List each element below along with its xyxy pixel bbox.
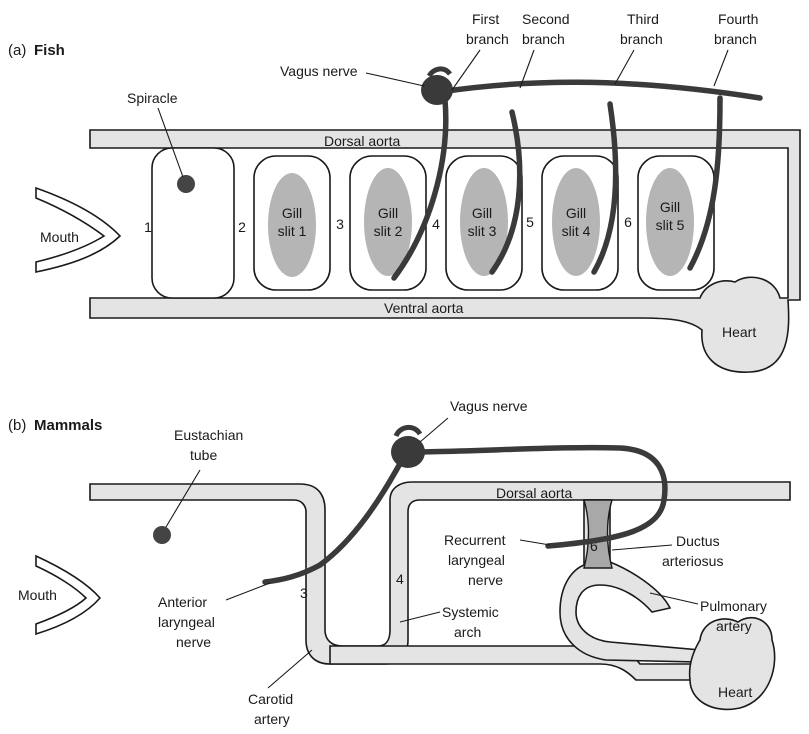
- branch-3-line1: Third: [627, 11, 659, 27]
- fish-arch-6: 6: [624, 214, 632, 230]
- ductus-label-2: arteriosus: [662, 553, 723, 569]
- mammal-vagus-ganglion: [391, 436, 425, 468]
- fish-panel: (a) Fish Gill slit 1 Gill slit 2 Gill sl…: [8, 11, 800, 372]
- anterior-laryngeal-nerve: [265, 460, 402, 582]
- gill-slit-1-line2: slit 1: [278, 223, 307, 239]
- mammal-heading: Mammals: [34, 417, 102, 434]
- ductus-arteriosus-shape: [584, 500, 612, 568]
- anterior-leader: [226, 583, 270, 600]
- mammal-vagus-leader: [420, 418, 448, 442]
- mammal-vagus-label: Vagus nerve: [450, 398, 528, 414]
- pulmonary-label-2: artery: [716, 618, 752, 634]
- fish-arch-1: 1: [144, 219, 152, 235]
- branch-2-line2: branch: [522, 31, 565, 47]
- gill-slit-5-line1: Gill: [660, 199, 680, 215]
- branch-4-line1: Fourth: [718, 11, 758, 27]
- systemic-label-2: arch: [454, 624, 481, 640]
- eustachian-label-2: tube: [190, 447, 217, 463]
- gill-slit-2-line1: Gill: [378, 205, 398, 221]
- fish-vagus-root: [429, 69, 450, 76]
- fish-heart-label: Heart: [722, 324, 756, 340]
- gill-slit-3-line2: slit 3: [468, 223, 497, 239]
- gill-slit-5-line2: slit 5: [656, 217, 685, 233]
- anterior-label-3: nerve: [176, 634, 211, 650]
- fish-arch-2: 2: [238, 219, 246, 235]
- recurrent-label-1: Recurrent: [444, 532, 506, 548]
- fish-arch-4: 4: [432, 216, 440, 232]
- branch-4-line2: branch: [714, 31, 757, 47]
- mammal-dorsal-aorta-label: Dorsal aorta: [496, 485, 572, 501]
- branch-1-line1: First: [472, 11, 499, 27]
- recurrent-label-3: nerve: [468, 572, 503, 588]
- gill-slit-4-line2: slit 4: [562, 223, 591, 239]
- spiracle-slot: [152, 148, 234, 298]
- branch-2-line1: Second: [522, 11, 569, 27]
- anterior-label-1: Anterior: [158, 594, 207, 610]
- gill-ellipse-4: [552, 168, 600, 276]
- spiracle-label: Spiracle: [127, 90, 178, 106]
- branch-3-leader: [615, 50, 634, 84]
- fish-ventral-aorta-label: Ventral aorta: [384, 300, 464, 316]
- carotid-label-2: artery: [254, 711, 290, 727]
- mammal-panel: (b) Mammals Heart 3 4 6 Eustachian tube …: [8, 398, 790, 727]
- fish-heading: Fish: [34, 42, 65, 59]
- carotid-leader: [268, 650, 312, 688]
- ductus-leader: [612, 545, 672, 550]
- fish-dorsal-aorta-label: Dorsal aorta: [324, 133, 400, 149]
- mammal-vagus-root: [396, 427, 420, 436]
- gill-slit-2-line2: slit 2: [374, 223, 403, 239]
- ductus-label-1: Ductus: [676, 533, 720, 549]
- branch-4-leader: [714, 50, 728, 86]
- spiracle-dot: [177, 175, 195, 193]
- gill-slit-3-line1: Gill: [472, 205, 492, 221]
- gill-slit-1-line1: Gill: [282, 205, 302, 221]
- recurrent-leader: [520, 540, 550, 545]
- fish-vagus-trunk: [440, 82, 760, 98]
- fish-heading-prefix: (a): [8, 42, 26, 59]
- mammal-mouth-label: Mouth: [18, 587, 57, 603]
- carotid-label-1: Carotid: [248, 691, 293, 707]
- mammal-pulmonary-loop: [560, 500, 700, 662]
- mammal-heading-prefix: (b): [8, 417, 26, 434]
- fish-vagus-ganglion: [421, 75, 453, 105]
- eustachian-label-1: Eustachian: [174, 427, 243, 443]
- recurrent-label-2: laryngeal: [448, 552, 505, 568]
- branch-1-line2: branch: [466, 31, 509, 47]
- fish-vagus-label: Vagus nerve: [280, 63, 358, 79]
- mammal-arch-4: 4: [396, 571, 404, 587]
- anterior-label-2: laryngeal: [158, 614, 215, 630]
- fish-mouth-label: Mouth: [40, 229, 79, 245]
- fish-arch-3: 3: [336, 216, 344, 232]
- systemic-label-1: Systemic: [442, 604, 499, 620]
- pulmonary-label-1: Pulmonary: [700, 598, 767, 614]
- gill-slit-4-line1: Gill: [566, 205, 586, 221]
- mammal-heart-label: Heart: [718, 684, 752, 700]
- branch-1-leader: [452, 50, 480, 90]
- fish-arch-5: 5: [526, 214, 534, 230]
- mammal-arch-3: 3: [300, 585, 308, 601]
- eustachian-dot: [153, 526, 171, 544]
- branch-3-line2: branch: [620, 31, 663, 47]
- fish-vagus-leader: [366, 73, 424, 86]
